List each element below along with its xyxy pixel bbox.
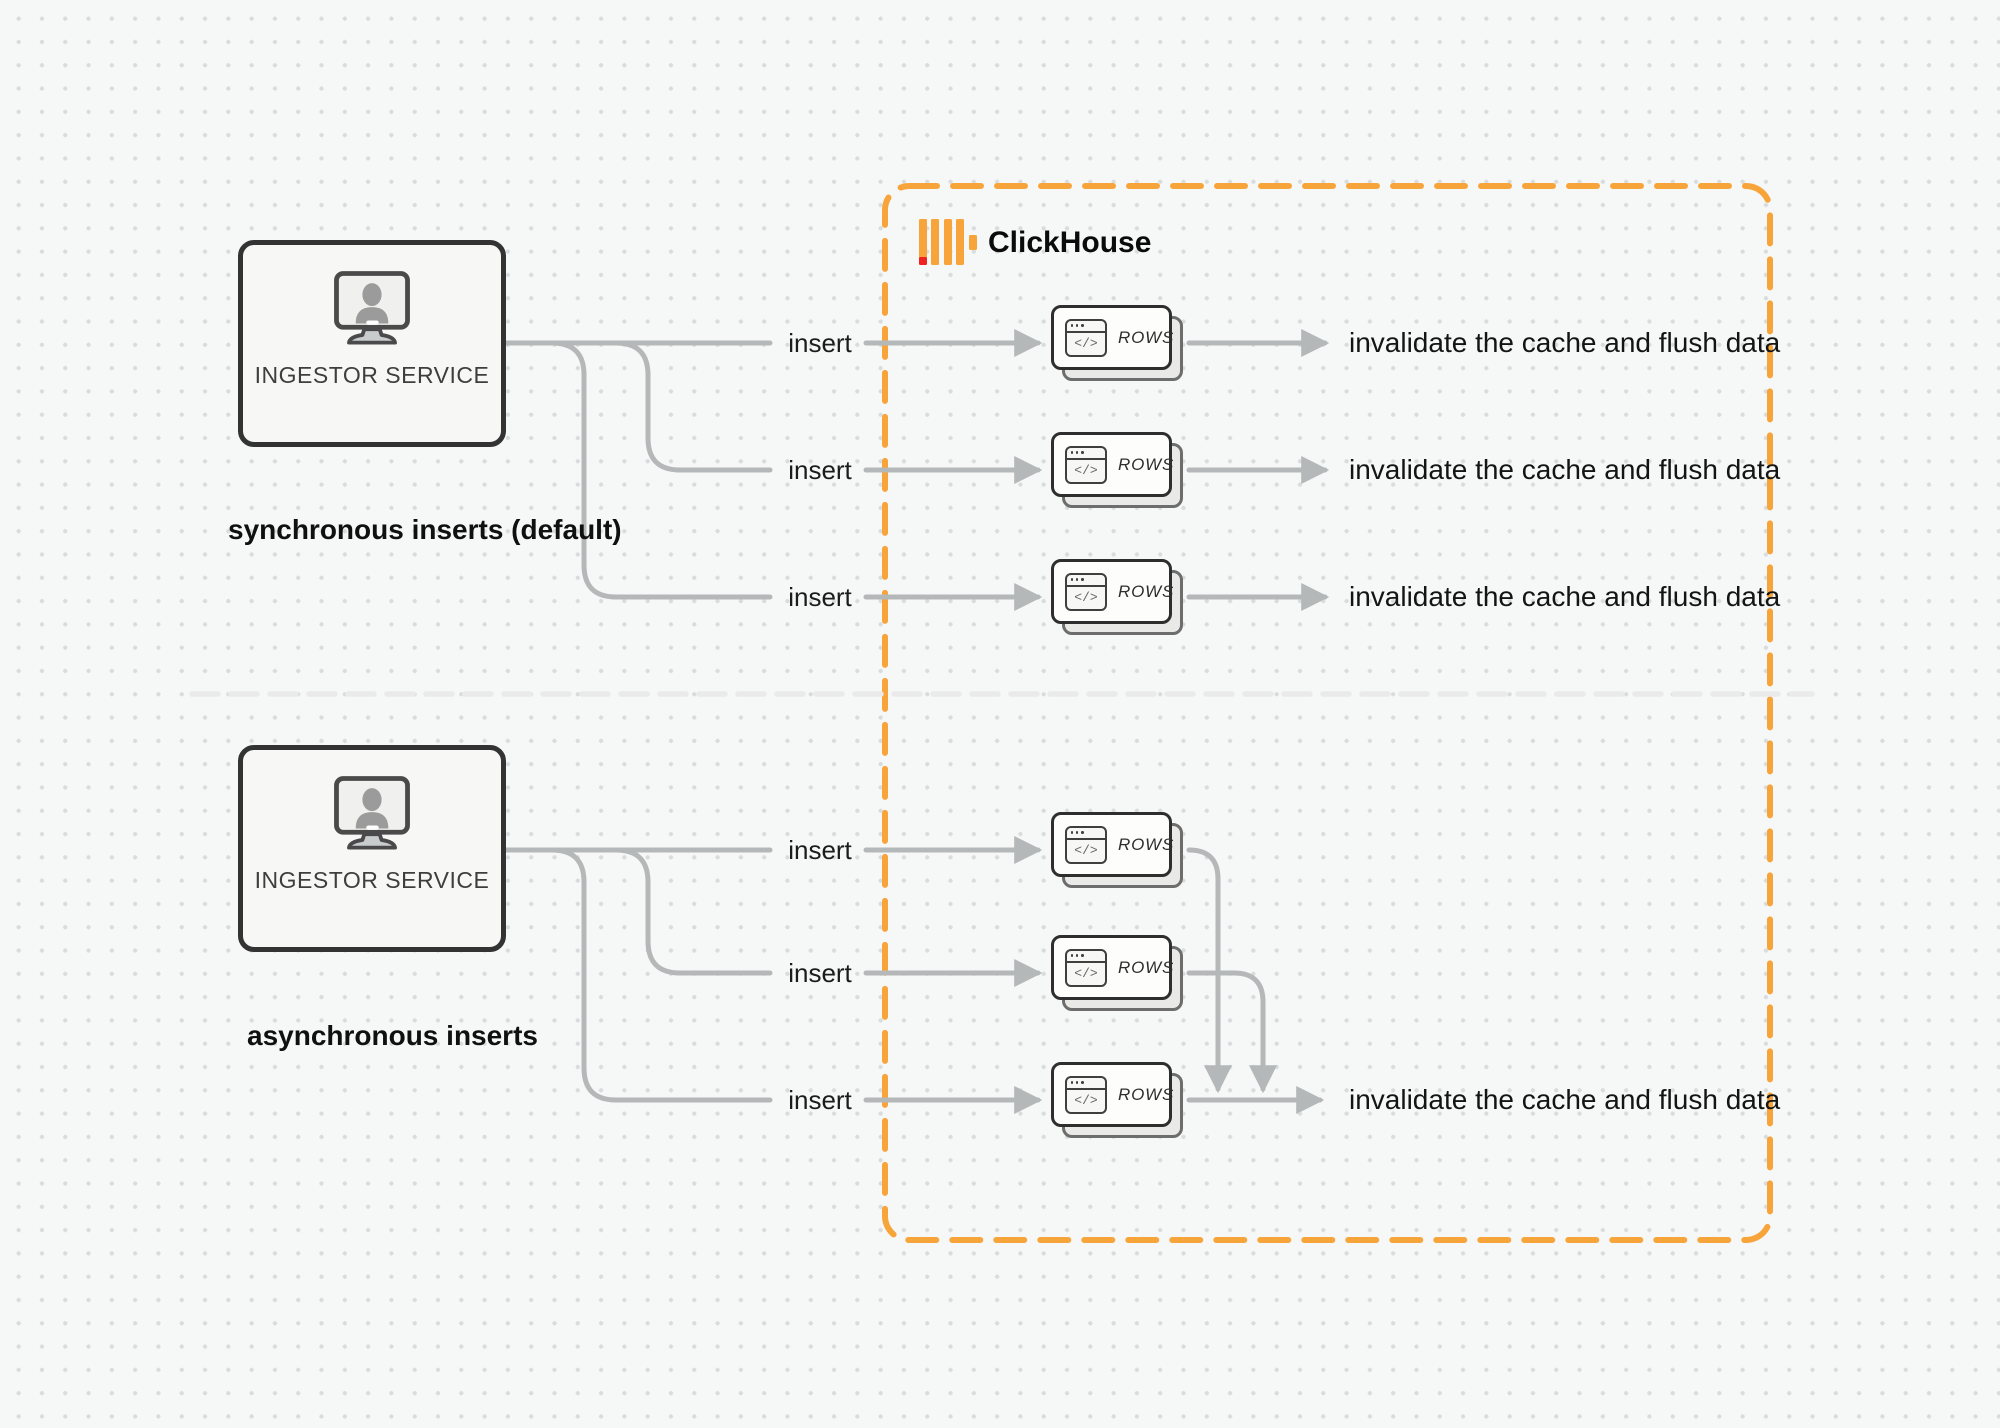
rows-card-stack: </> ROWS (1051, 812, 1184, 889)
code-glyph: </> (1074, 463, 1098, 478)
logo-bar (919, 219, 927, 265)
result-label: invalidate the cache and flush data (1349, 327, 1781, 358)
caption-synchronous: synchronous inserts (default) (228, 514, 622, 545)
connector-line (613, 847, 773, 976)
monitor-user-icon (334, 271, 410, 345)
connector-line (613, 340, 773, 473)
insert-label: insert (788, 835, 852, 865)
code-window-icon: </> (1065, 572, 1107, 611)
monitor-user-icon (334, 776, 410, 850)
service-label: INGESTOR SERVICE (254, 362, 490, 388)
insert-label: insert (788, 1085, 852, 1115)
rows-card-stack: </> ROWS (1051, 432, 1184, 509)
rows-card: </> ROWS (1051, 559, 1175, 624)
code-glyph: </> (1074, 590, 1098, 605)
rows-label: ROWS (1118, 834, 1175, 854)
rows-card: </> ROWS (1051, 1062, 1175, 1127)
rows-label: ROWS (1118, 1084, 1175, 1104)
code-window-icon: </> (1065, 1075, 1107, 1114)
merge-arrow-down (1186, 970, 1277, 1094)
logo-bar (955, 219, 964, 265)
connector-line (549, 340, 773, 600)
connector-line (549, 847, 773, 1103)
logo-bar (943, 219, 952, 265)
rows-card: </> ROWS (1051, 812, 1175, 877)
ingestor-service-box-sync: INGESTOR SERVICE (238, 240, 506, 447)
clickhouse-logo-icon (919, 219, 981, 266)
rows-label: ROWS (1118, 957, 1175, 977)
sync-connectors (503, 329, 1330, 611)
code-glyph: </> (1074, 336, 1098, 351)
code-glyph: </> (1074, 843, 1098, 858)
code-window-icon: </> (1065, 948, 1107, 987)
code-glyph: </> (1074, 1093, 1098, 1108)
result-label: invalidate the cache and flush data (1349, 1084, 1781, 1115)
clickhouse-brand-label: ClickHouse (988, 226, 1152, 259)
ingestor-service-box-async: INGESTOR SERVICE (238, 745, 506, 952)
code-window-icon: </> (1065, 318, 1107, 357)
rows-label: ROWS (1118, 581, 1175, 601)
insert-label: insert (788, 455, 852, 485)
code-window-icon: </> (1065, 825, 1107, 864)
result-label: invalidate the cache and flush data (1349, 581, 1781, 612)
logo-red-accent (919, 257, 927, 265)
rows-card-stack: </> ROWS (1051, 1062, 1184, 1139)
rows-label: ROWS (1118, 327, 1175, 347)
rows-card-stack: </> ROWS (1051, 935, 1184, 1012)
rows-label: ROWS (1118, 454, 1175, 474)
clickhouse-dashed-border (882, 183, 1773, 1243)
logo-bar-short (968, 235, 977, 250)
service-label: INGESTOR SERVICE (254, 867, 490, 893)
rows-card-stack: </> ROWS (1051, 559, 1184, 636)
code-glyph: </> (1074, 966, 1098, 981)
logo-bar (931, 219, 940, 265)
async-connectors (503, 836, 1325, 1114)
code-window-icon: </> (1065, 445, 1107, 484)
rows-card: </> ROWS (1051, 305, 1175, 370)
rows-card-stack: </> ROWS (1051, 305, 1184, 382)
rows-card: </> ROWS (1051, 432, 1175, 497)
insert-label: insert (788, 958, 852, 988)
insert-label: insert (788, 582, 852, 612)
rows-card: </> ROWS (1051, 935, 1175, 1000)
merge-arrow-down (1186, 847, 1232, 1094)
insert-label: insert (788, 328, 852, 358)
caption-asynchronous: asynchronous inserts (247, 1020, 538, 1051)
result-label: invalidate the cache and flush data (1349, 454, 1781, 485)
